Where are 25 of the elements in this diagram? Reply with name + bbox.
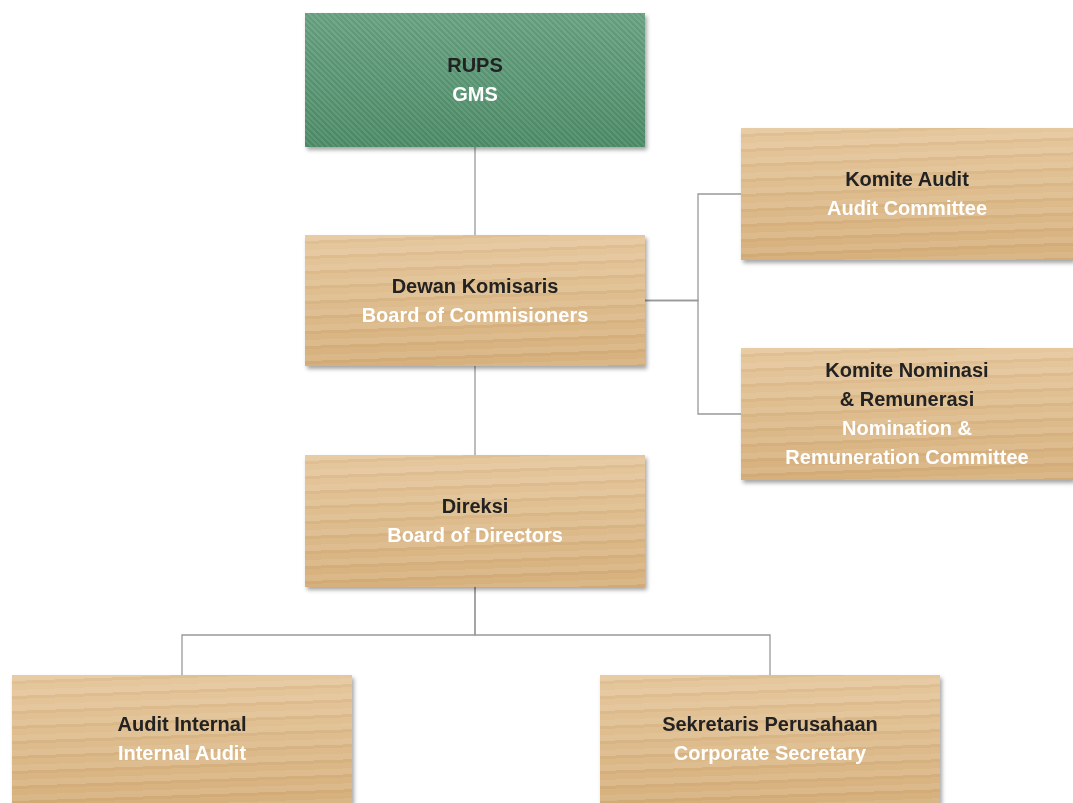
unit-name: RUPS <box>446 53 504 78</box>
connector-line <box>474 365 476 456</box>
connector-line <box>644 299 742 415</box>
org-unit-box <box>305 455 645 587</box>
unit-name: Direksi <box>440 494 510 519</box>
org-unit-box <box>600 675 940 803</box>
connector-line <box>474 146 476 236</box>
unit-name-english: Internal Audit <box>116 741 248 766</box>
org-unit-box <box>12 675 352 803</box>
unit-name: Komite Audit <box>844 167 970 192</box>
unit-name-english: Nomination & Remuneration Committee <box>784 416 1030 470</box>
unit-name-english: Board of Directors <box>386 523 564 548</box>
unit-name-english: Audit Committee <box>826 196 988 221</box>
org-unit-box <box>305 235 645 366</box>
unit-name: Komite Nominasi & Remunerasi <box>824 358 990 412</box>
unit-name: Audit Internal <box>116 712 248 737</box>
unit-name: Sekretaris Perusahaan <box>661 712 879 737</box>
connector-line <box>474 586 771 676</box>
unit-name-english: Corporate Secretary <box>672 741 868 766</box>
org-unit-box <box>305 13 645 147</box>
unit-name-english: Board of Commisioners <box>360 302 590 328</box>
unit-name-english: GMS <box>451 82 499 107</box>
org-unit-box <box>741 348 1073 480</box>
org-unit-box <box>741 128 1073 260</box>
unit-name: Dewan Komisaris <box>390 273 560 299</box>
